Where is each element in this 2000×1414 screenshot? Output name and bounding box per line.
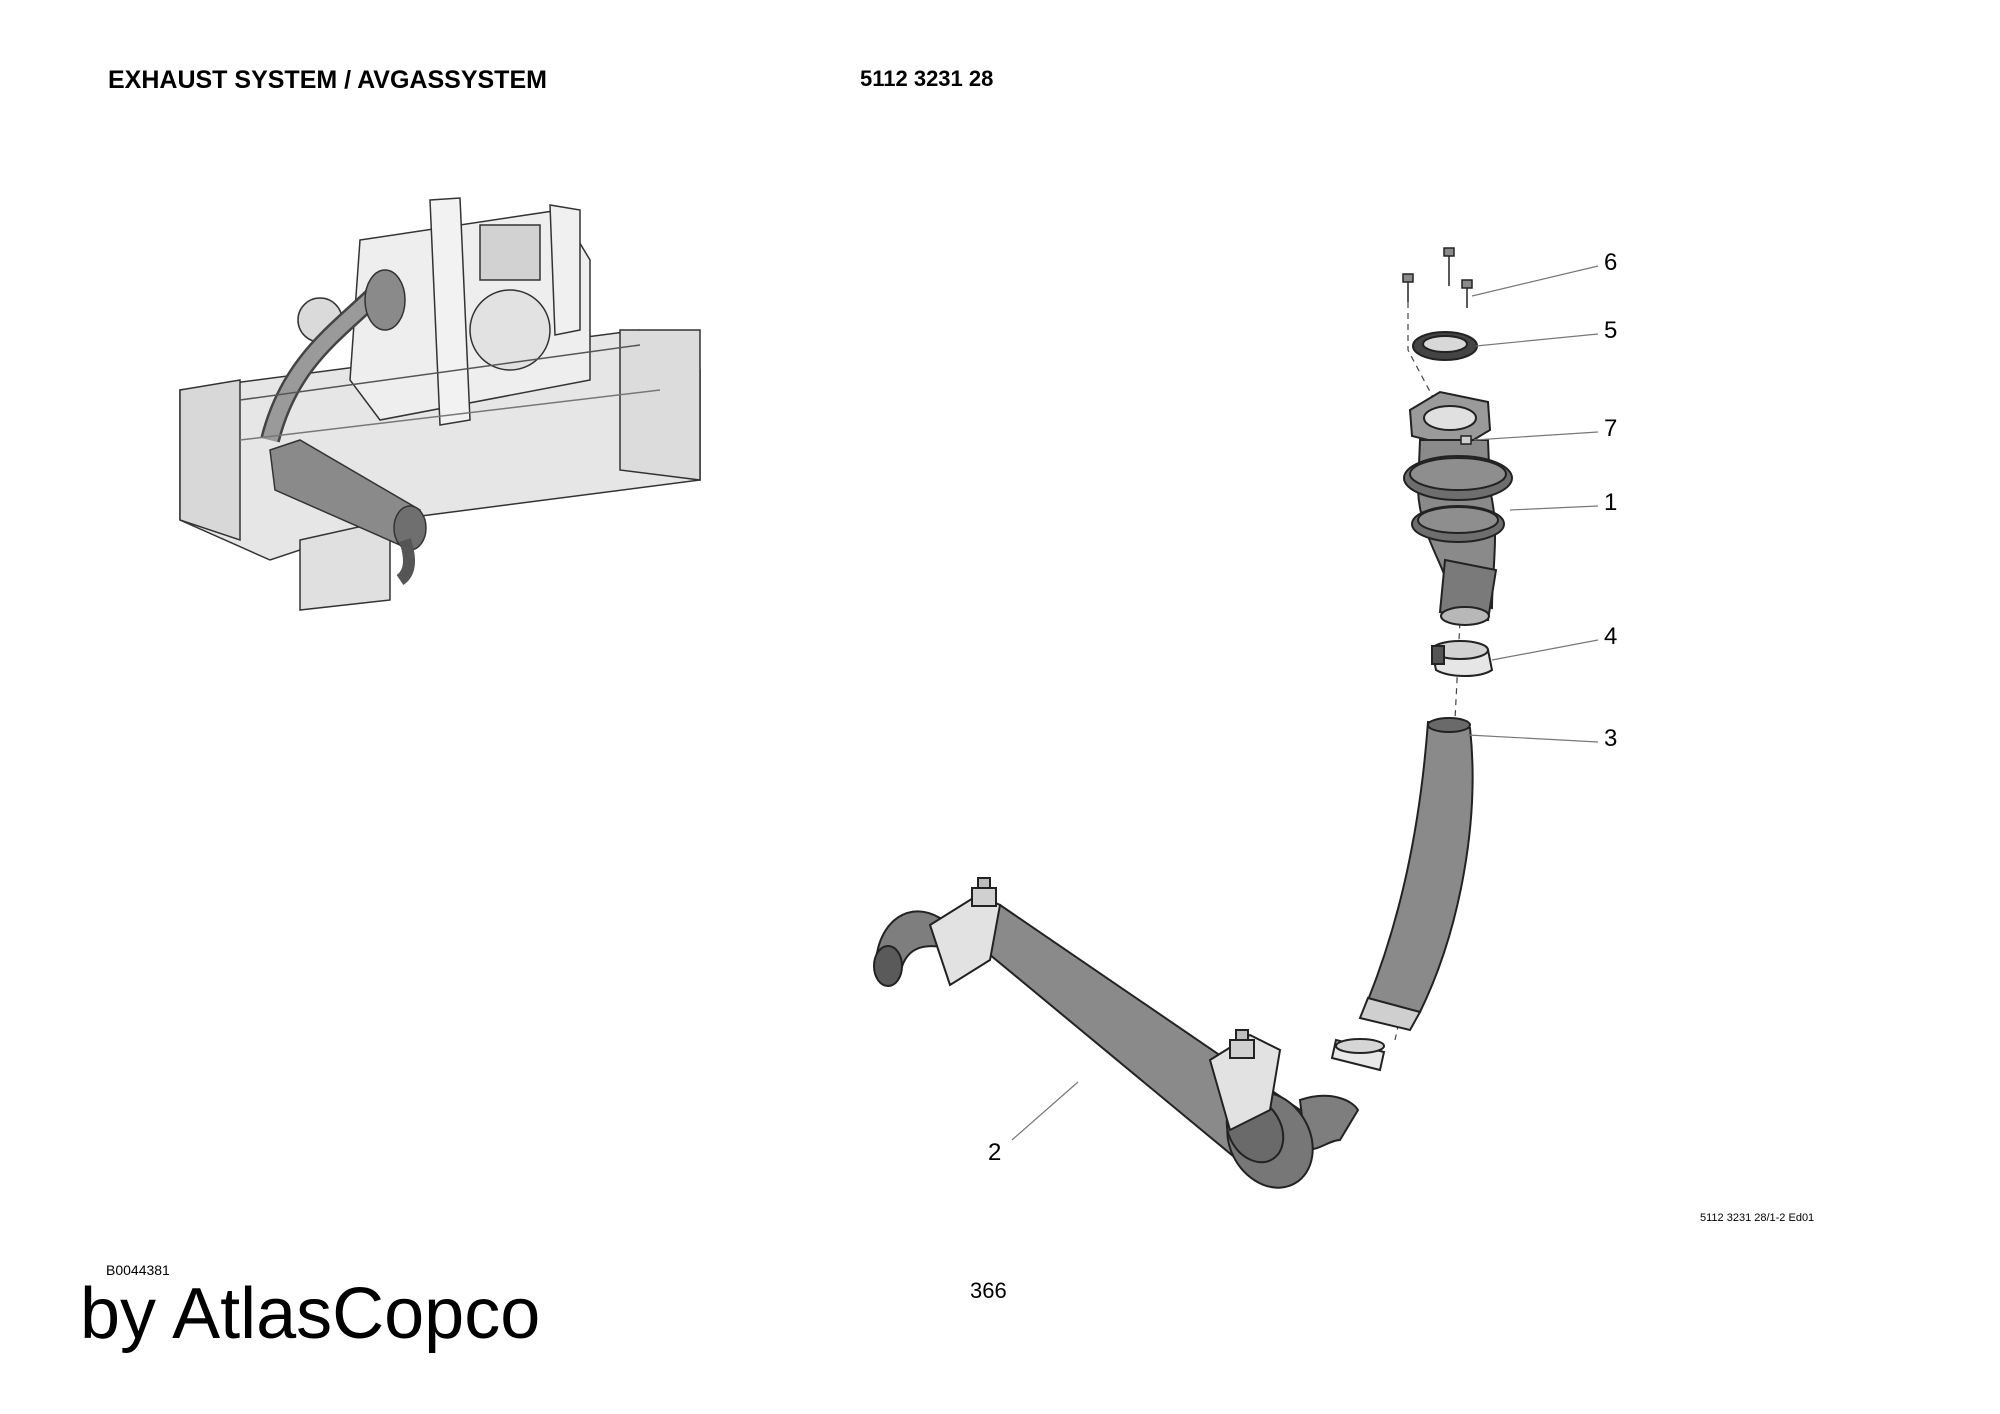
- callout-label: 2: [988, 1139, 1001, 1166]
- item-7-nut: [1460, 435, 1472, 445]
- callout-label: 5: [1604, 317, 1617, 344]
- part-number: 5112 3231 28: [860, 66, 994, 91]
- drawing-reference: 5112 3231 28/1-2 Ed01: [1700, 1212, 1815, 1224]
- callout-1: 1: [1509, 489, 1617, 516]
- page-title: EXHAUST SYSTEM / AVGASSYSTEM: [108, 66, 547, 94]
- item-5-gasket: [1412, 331, 1478, 361]
- image-code: B0044381: [106, 1262, 170, 1278]
- callout-4: 4: [1491, 623, 1617, 661]
- callout-6: 6: [1471, 249, 1617, 297]
- callout-label: 4: [1604, 623, 1617, 650]
- callout-label: 3: [1604, 725, 1617, 752]
- callout-2: 2: [988, 1081, 1079, 1166]
- assembly-axis-line: [1394, 302, 1461, 1041]
- callout-label: 6: [1604, 249, 1617, 276]
- callout-5: 5: [1475, 317, 1617, 347]
- callout-label: 1: [1604, 489, 1617, 516]
- callout-3: 3: [1467, 725, 1617, 752]
- page-number: 366: [970, 1278, 1007, 1303]
- lower-pipe-sleeve: [1330, 1038, 1386, 1072]
- watermark-text: by AtlasCopco: [80, 1274, 541, 1354]
- item-6-bolts: [1402, 247, 1473, 308]
- item-4-hose-clamp: [1431, 640, 1494, 677]
- item-1-exhaust-elbow: [1403, 390, 1513, 626]
- item-2-silencer: [873, 877, 1360, 1189]
- callout-7: 7: [1473, 415, 1617, 442]
- callout-label: 7: [1604, 415, 1617, 442]
- assembly-overview-illustration: [179, 197, 701, 611]
- item-3-flex-hose: [1358, 717, 1474, 1032]
